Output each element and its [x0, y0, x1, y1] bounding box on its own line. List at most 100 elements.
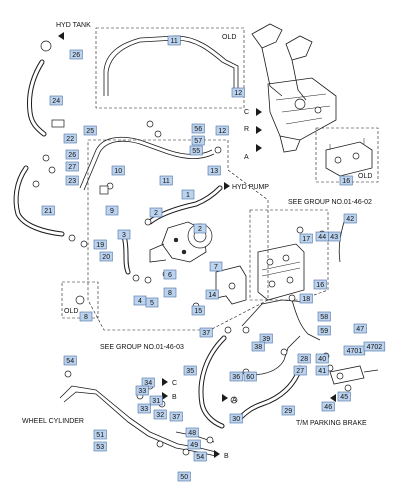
- caption-old-right: OLD: [358, 173, 372, 180]
- callout-box: [149, 395, 163, 406]
- callout-tag: 49: [187, 439, 201, 450]
- callout-number: 50: [180, 474, 188, 481]
- callout-number: 46: [324, 404, 332, 411]
- callout-box: [153, 409, 167, 420]
- callout-tag: 4: [133, 295, 147, 306]
- callout-number: 6: [168, 272, 172, 279]
- callout-box: [163, 287, 177, 298]
- callout-tag: 37: [169, 411, 183, 422]
- bracket-14: [215, 265, 247, 305]
- callout-tag: 9: [105, 205, 119, 216]
- callout-box: [69, 49, 83, 60]
- callout-number: 17: [302, 236, 310, 243]
- old-variant-outline-left: [61, 281, 99, 319]
- callout-box: [299, 293, 313, 304]
- callout-number: 4702: [367, 344, 383, 351]
- caption-letter-r: R: [244, 126, 249, 133]
- callout-tag: 55: [189, 145, 203, 156]
- callout-tag: 16: [339, 175, 353, 186]
- callout-number: 54: [196, 454, 204, 461]
- callout-number: 15: [194, 308, 202, 315]
- callout-box: [169, 411, 183, 422]
- callout-tag: 38: [251, 341, 265, 352]
- callout-box: [191, 123, 205, 134]
- callout-tag: 46: [321, 401, 335, 412]
- caption-see-group-top: SEE GROUP NO.01-46-02: [288, 199, 372, 206]
- callout-box: [93, 429, 107, 440]
- callout-number: 36: [232, 374, 240, 381]
- callout-tag: 31: [149, 395, 163, 406]
- callout-tag: 57: [191, 135, 205, 146]
- callout-box: [193, 223, 207, 234]
- caption-letter-b-bottom: B: [224, 453, 229, 460]
- callout-tag: 54: [193, 451, 207, 462]
- callout-number: 37: [202, 330, 210, 337]
- callout-number: 4701: [347, 348, 363, 355]
- callout-tag: 45: [337, 391, 351, 402]
- callout-tag: 37: [199, 327, 213, 338]
- callout-tag: 34: [141, 377, 155, 388]
- callout-number: 24: [52, 98, 60, 105]
- callout-tag: 24: [49, 95, 63, 106]
- callout-box: [191, 305, 205, 316]
- callout-box: [317, 325, 331, 336]
- callout-tag: 58: [317, 311, 331, 322]
- pipe-59: [291, 299, 321, 341]
- callout-tag: 10: [111, 165, 125, 176]
- callout-box: [243, 371, 257, 382]
- callout-tag: 12: [231, 87, 245, 98]
- callout-number: 11: [163, 178, 170, 185]
- callout-number: 2: [154, 210, 158, 217]
- callout-box: [65, 175, 79, 186]
- callout-tag: 56: [191, 123, 205, 134]
- callout-tag: 35: [183, 365, 197, 376]
- hose-3: [121, 233, 131, 275]
- callout-box: [105, 205, 119, 216]
- caption-letter-c-mid: C: [172, 380, 177, 387]
- callout-box: [231, 87, 245, 98]
- callout-box: [229, 413, 243, 424]
- callout-number: 27: [296, 368, 304, 375]
- callout-number: 9: [110, 208, 114, 215]
- callout-number: 37: [172, 414, 180, 421]
- caption-see-group-bottom: SEE GROUP NO.01-46-03: [100, 344, 184, 351]
- callout-tag: 29: [281, 405, 295, 416]
- callout-box: [189, 145, 203, 156]
- callout-number: 12: [218, 128, 226, 135]
- callout-tag: 53: [93, 441, 107, 452]
- callout-number: 41: [318, 368, 326, 375]
- callout-box: [353, 323, 367, 334]
- hose-21: [13, 165, 65, 237]
- pipe-18: [241, 299, 307, 327]
- callout-tag: 25: [83, 125, 97, 136]
- caption-hyd-tank: HYD TANK: [56, 22, 91, 29]
- callout-tag: 21: [41, 205, 55, 216]
- callout-number: 26: [72, 52, 80, 59]
- callout-tag: 48: [185, 427, 199, 438]
- callout-number: 33: [138, 388, 146, 395]
- callout-box: [183, 365, 197, 376]
- callout-tag: 30: [229, 413, 243, 424]
- callout-box: [41, 205, 55, 216]
- callout-tag: 41: [315, 365, 329, 376]
- callout-tag: 51: [93, 429, 107, 440]
- callout-box: [181, 189, 195, 200]
- callout-box: [163, 269, 177, 280]
- pipe-42: [338, 221, 345, 263]
- callout-number: 44: [318, 234, 326, 241]
- callout-box: [187, 439, 201, 450]
- callout-number: 56: [194, 126, 202, 133]
- callout-box: [313, 279, 327, 290]
- callout-box: [315, 365, 329, 376]
- callout-box: [63, 133, 77, 144]
- callout-tag: 59: [317, 325, 331, 336]
- old-variant-outline-top: [95, 27, 245, 109]
- callout-number: 16: [342, 178, 350, 185]
- callout-number: 51: [96, 432, 104, 439]
- callout-tag: 2: [193, 223, 207, 234]
- callout-number: 59: [320, 328, 328, 335]
- callout-number: 55: [192, 148, 200, 155]
- callout-number: 49: [190, 442, 198, 449]
- callout-number: 43: [330, 234, 338, 241]
- callout-tag: 19: [93, 239, 107, 250]
